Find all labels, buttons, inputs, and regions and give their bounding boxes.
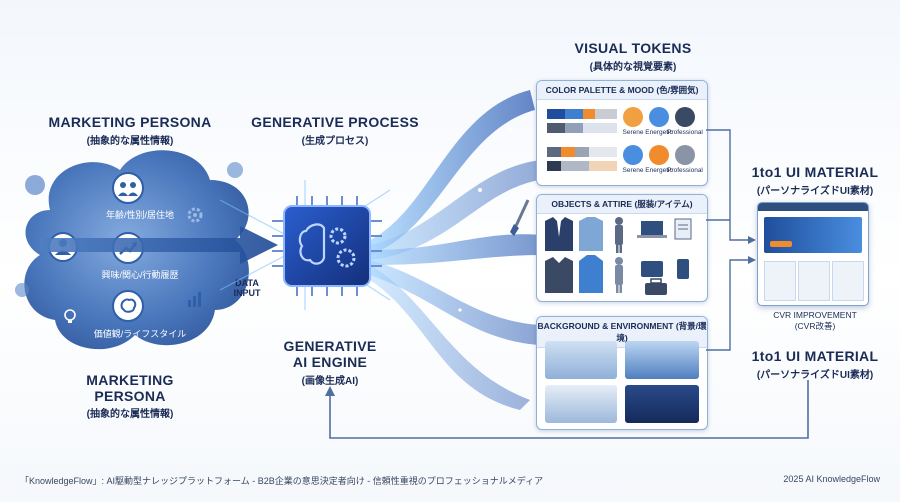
mood-label-professional: Professional: [667, 129, 703, 136]
mockup-card: [832, 261, 864, 301]
persona-subtitle: (抽象的な属性情報): [86, 136, 174, 147]
mockup-hero: [764, 217, 862, 253]
cvr-line2: (CVR改善): [794, 321, 836, 331]
professional-person-icon: [675, 107, 695, 127]
serene-face-icon: [623, 107, 643, 127]
palette-swatch: [565, 109, 583, 119]
mood-label-energetic: Energetic: [645, 129, 673, 136]
palette-swatch: [583, 109, 595, 119]
phone-icon: [677, 259, 689, 279]
mannequin-icon: [615, 217, 623, 253]
persona-item-interests: 興味/関心/行動履歴: [101, 270, 179, 280]
palette-swatch: [575, 147, 589, 157]
palette-swatch: [583, 123, 617, 133]
mockup-cta-button: [770, 241, 792, 247]
objects-attire-head: OBJECTS & ATTIRE (服装/アイテム): [537, 195, 707, 214]
objects-attire-panel: OBJECTS & ATTIRE (服装/アイテム): [536, 194, 708, 302]
color-palette-head: COLOR PALETTE & MOOD (色/雰囲気): [537, 81, 707, 100]
presentation-scene-image: [545, 385, 617, 423]
mockup-card: [798, 261, 830, 301]
palette-swatch: [561, 147, 575, 157]
background-environment-panel: BACKGROUND & ENVIRONMENT (背景/環境): [536, 316, 708, 430]
material-title-2: 1to1 UI MATERIAL: [751, 348, 879, 364]
mannequin-icon: [615, 257, 623, 293]
ui-mockup-window: [757, 202, 869, 306]
laptop-icon: [637, 221, 667, 238]
mockup-titlebar: [758, 203, 868, 211]
mood-label-serene: Serene: [622, 129, 644, 136]
material-title: 1to1 UI MATERIAL: [751, 164, 879, 180]
palette-swatch: [561, 161, 589, 171]
persona-item-demographics: 年齢/性別/居住地: [105, 210, 174, 220]
mockup-card: [764, 261, 796, 301]
briefcase-icon: [645, 278, 667, 295]
paintbrush-icon: [510, 199, 530, 236]
cvr-line1: CVR IMPROVEMENT: [773, 310, 857, 320]
gear-icon: [187, 207, 203, 223]
attire-items: [545, 217, 692, 295]
panel-connectors: [706, 129, 756, 351]
process-subtitle: (生成プロセス): [301, 136, 369, 147]
tech-scene-image: [625, 385, 699, 423]
energetic-lightning-icon: [649, 107, 669, 127]
hoodie-icon: [579, 255, 603, 293]
engine-subtitle: (画像生成AI): [301, 376, 359, 387]
persona-title: MARKETING PERSONA: [48, 114, 212, 130]
chart-bars-icon: [188, 292, 201, 307]
flow-streams: [370, 90, 545, 410]
professional-person-icon: [675, 145, 695, 165]
palette-swatch: [589, 147, 617, 157]
data-input-line2: INPUT: [233, 288, 261, 298]
mood-label-serene: Serene: [622, 167, 644, 174]
palette-swatch: [547, 109, 565, 119]
persona-item-values: 価値観/ライフスタイル: [93, 329, 187, 339]
palette-swatch: [589, 161, 617, 171]
persona-bottom-title-2: PERSONA: [94, 388, 166, 404]
tokens-subtitle: (具体的な視覚要素): [589, 62, 677, 73]
city-scene-image: [625, 341, 699, 379]
cvr-label: CVR IMPROVEMENT (CVR改善): [760, 310, 870, 332]
footer-copyright: 2025 AI KnowledgeFlow: [783, 474, 880, 484]
engine-title-2: AI ENGINE: [292, 354, 368, 370]
office-scene-image: [545, 341, 617, 379]
data-input-line1: DATA: [235, 278, 259, 288]
palette-swatch: [547, 147, 561, 157]
palette-swatch: [547, 123, 565, 133]
jacket-icon: [545, 257, 573, 293]
bulb-icon: [64, 309, 76, 323]
feedback-loop-arrow: [325, 380, 809, 439]
mood-label-energetic: Energetic: [645, 167, 673, 174]
color-palette-panel: COLOR PALETTE & MOOD (色/雰囲気) Serene Ener…: [536, 80, 708, 186]
palette-swatch: [595, 109, 617, 119]
persona-bottom-title-1: MARKETING: [86, 372, 174, 388]
engine-title-1: GENERATIVE: [283, 338, 377, 354]
document-icon: [674, 218, 692, 240]
people-icon: [112, 172, 144, 204]
persona-bottom-subtitle: (抽象的な属性情報): [86, 409, 174, 420]
tablet-icon: [641, 261, 663, 277]
palette-swatch: [565, 123, 583, 133]
shirt-icon: [579, 217, 603, 251]
ai-chip-icon: [272, 196, 382, 296]
brain-icon: [112, 290, 144, 322]
palette-swatch: [547, 161, 561, 171]
suit-icon: [545, 217, 573, 251]
data-input-label: DATA INPUT: [222, 278, 272, 298]
mood-label-professional: Professional: [667, 167, 703, 174]
material-subtitle-2: (パーソナライズドUI素材): [756, 370, 874, 381]
serene-face-icon: [623, 145, 643, 165]
process-title: GENERATIVE PROCESS: [251, 114, 419, 130]
energetic-lightning-icon: [649, 145, 669, 165]
tokens-title: VISUAL TOKENS: [574, 40, 692, 56]
material-subtitle: (パーソナライズドUI素材): [756, 186, 874, 197]
data-input-arrow: [40, 226, 278, 264]
footer-description: 「KnowledgeFlow」: AI駆動型ナレッジプラットフォーム - B2B…: [20, 476, 544, 486]
